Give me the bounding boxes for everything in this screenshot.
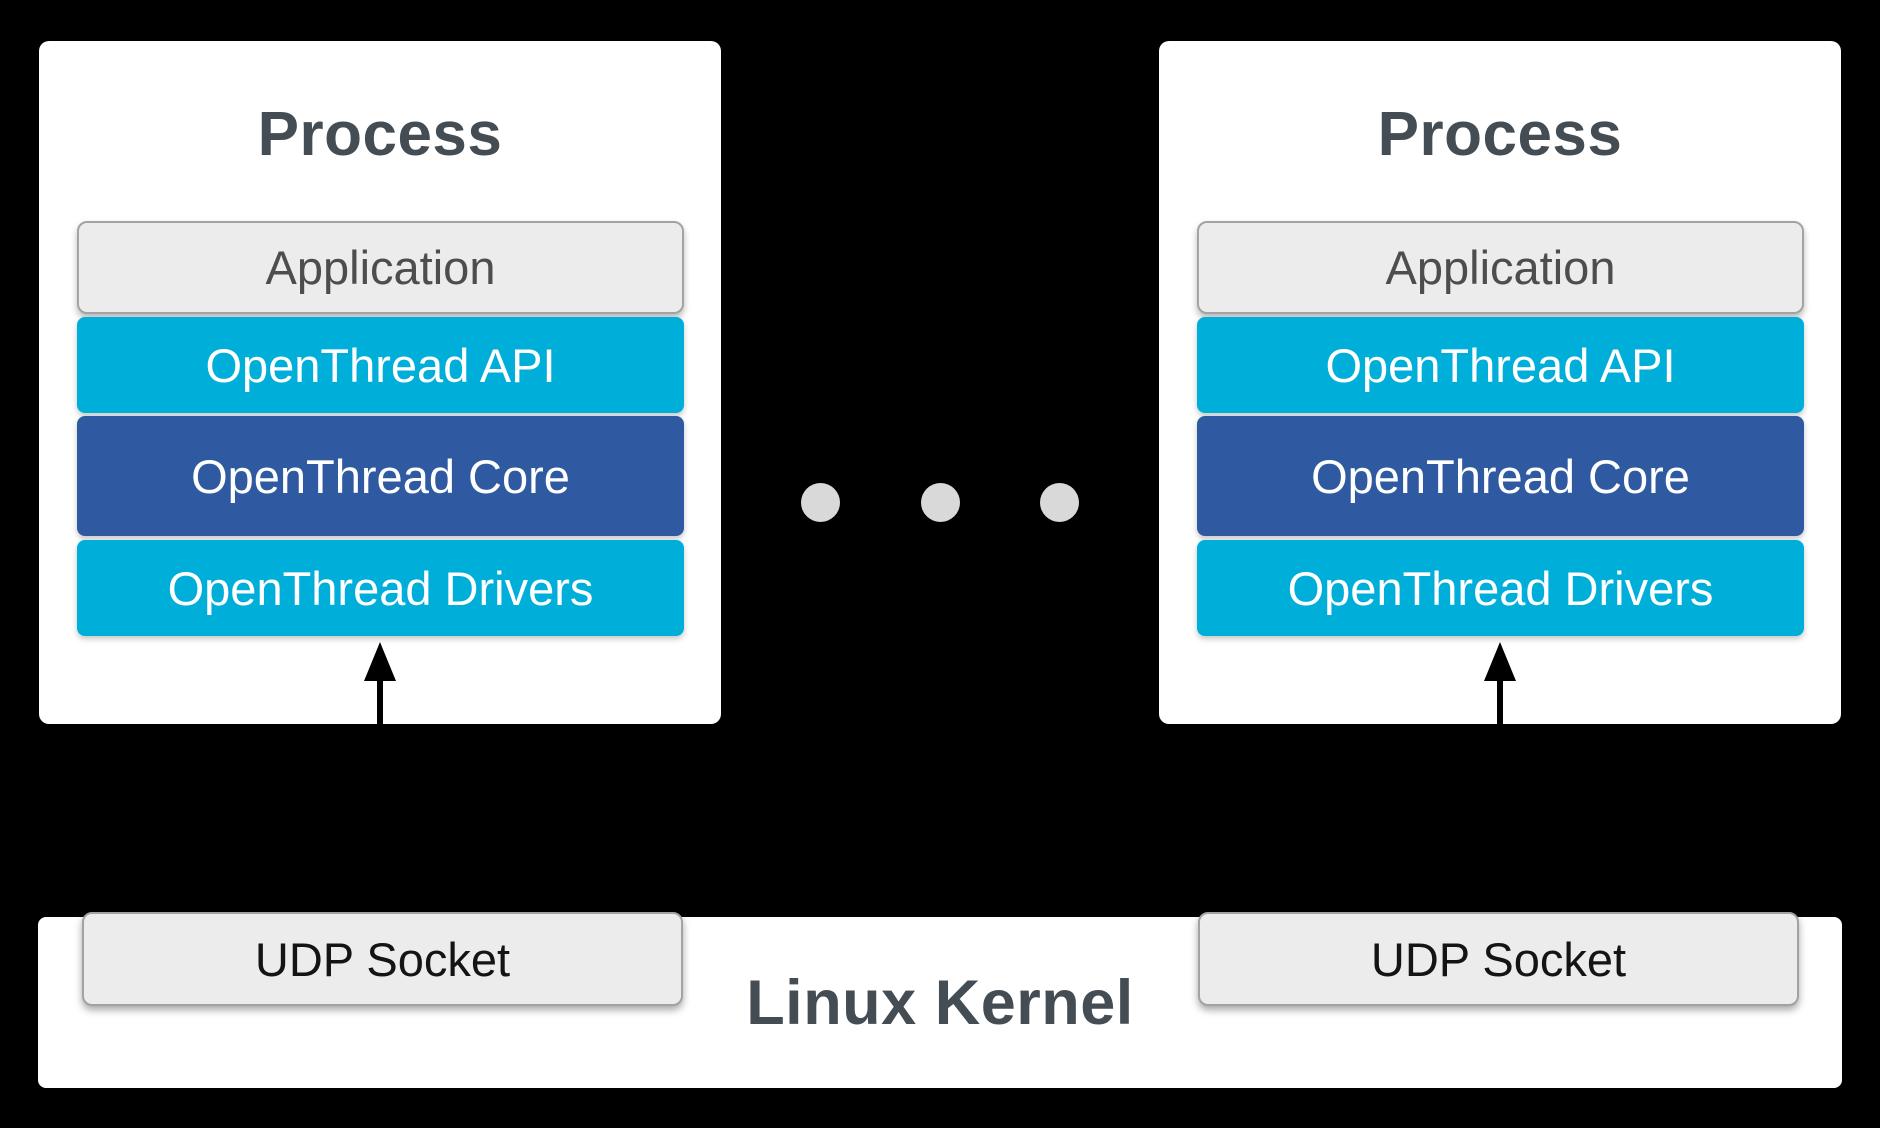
ellipsis-dot: [1040, 483, 1079, 522]
layer-stack: Application OpenThread API OpenThread Co…: [1197, 221, 1804, 636]
layer-openthread-api: OpenThread API: [1197, 317, 1804, 413]
layer-openthread-drivers: OpenThread Drivers: [77, 540, 684, 636]
layer-application: Application: [77, 221, 684, 314]
process-panel-right: Process Application OpenThread API OpenT…: [1159, 41, 1841, 724]
arrow-shaft: [377, 680, 383, 724]
udp-socket-right: UDP Socket: [1198, 912, 1799, 1006]
layer-stack: Application OpenThread API OpenThread Co…: [77, 221, 684, 636]
arrow-shaft: [1497, 680, 1503, 724]
layer-openthread-core: OpenThread Core: [77, 416, 684, 536]
process-panel-left: Process Application OpenThread API OpenT…: [39, 41, 721, 724]
udp-socket-left: UDP Socket: [82, 912, 683, 1006]
layer-openthread-api: OpenThread API: [77, 317, 684, 413]
ellipsis-dot: [921, 483, 960, 522]
arrow-up-icon: [364, 642, 396, 681]
arrow-up-icon: [1484, 642, 1516, 681]
udp-to-drivers-arrow: [1483, 642, 1517, 724]
process-title: Process: [1377, 100, 1623, 169]
ellipsis-dot: [801, 483, 840, 522]
layer-application: Application: [1197, 221, 1804, 314]
layer-openthread-drivers: OpenThread Drivers: [1197, 540, 1804, 636]
linux-kernel-label: Linux Kernel: [746, 968, 1134, 1038]
udp-to-drivers-arrow: [363, 642, 397, 724]
layer-openthread-core: OpenThread Core: [1197, 416, 1804, 536]
process-title: Process: [257, 100, 503, 169]
